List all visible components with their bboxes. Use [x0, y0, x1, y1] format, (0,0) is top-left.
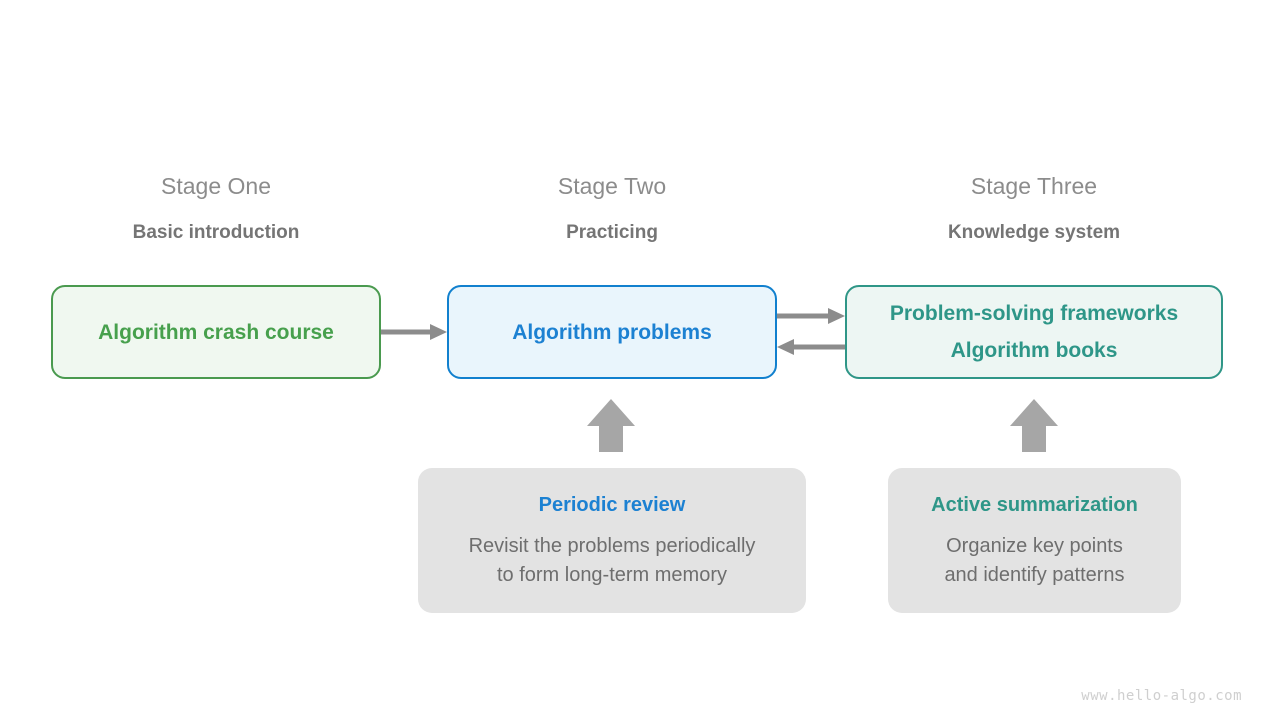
stage-two-box-line-1: Algorithm problems [512, 320, 712, 344]
stage-three-title: Stage Three [970, 173, 1098, 199]
arrow-stage-three-to-stage-two [777, 339, 845, 355]
arrow-stage-two-to-stage-three [777, 308, 845, 324]
stage-two-subtitle: Practicing [566, 222, 658, 243]
periodic-review-note[interactable]: Periodic review Revisit the problems per… [418, 468, 806, 613]
periodic-review-title: Periodic review [538, 493, 686, 516]
watermark: www.hello-algo.com [1081, 688, 1242, 704]
stage-one-box-line-1: Algorithm crash course [98, 320, 334, 344]
arrow-stage-one-to-stage-two [381, 324, 447, 340]
stage-two-box[interactable]: Algorithm problems [447, 285, 777, 379]
stage-two-title: Stage Two [557, 173, 667, 199]
active-summarization-title: Active summarization [931, 493, 1138, 516]
arrow-periodic-review-to-stage-two [587, 399, 635, 452]
stage-three-box-line-2: Algorithm books [950, 339, 1118, 362]
periodic-review-body: Revisit the problems periodically to for… [468, 534, 756, 586]
stage-three-box[interactable]: Problem-solving frameworks Algorithm boo… [845, 285, 1223, 379]
arrow-active-summarization-to-stage-three [1010, 399, 1058, 452]
stage-one-subtitle: Basic introduction [132, 222, 300, 243]
stage-one-box[interactable]: Algorithm crash course [51, 285, 381, 379]
stage-three-box-line-1: Problem-solving frameworks [889, 302, 1179, 325]
active-summarization-body: Organize key points and identify pattern… [944, 534, 1125, 586]
active-summarization-note[interactable]: Active summarization Organize key points… [888, 468, 1181, 613]
stage-three-subtitle: Knowledge system [947, 222, 1121, 243]
stage-one-title: Stage One [161, 173, 271, 199]
